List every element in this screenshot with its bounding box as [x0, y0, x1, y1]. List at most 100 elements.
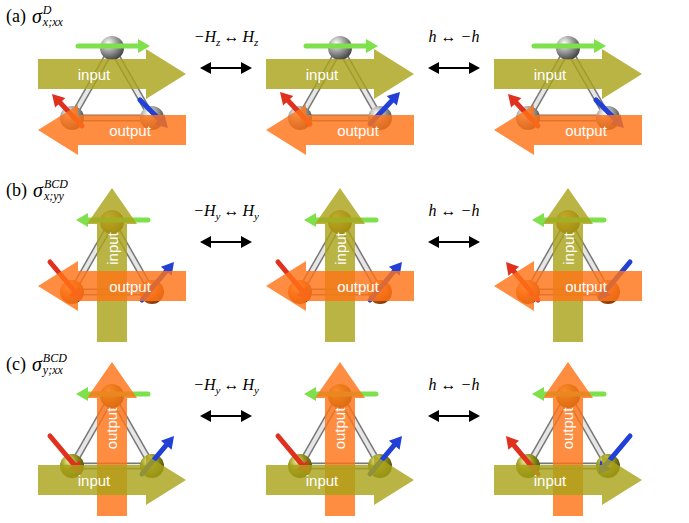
signal-arrow: input: [38, 49, 186, 99]
swap-symbol: ↔: [223, 28, 239, 46]
superscript: D: [43, 4, 63, 16]
arrow-body: [266, 105, 414, 155]
transform-arrow-head: [200, 236, 211, 248]
subscript: y;xx: [43, 364, 67, 376]
signal-arrow: output: [494, 105, 642, 155]
arrow-shape: [38, 455, 186, 505]
panel-letter: (c): [6, 354, 26, 375]
arrow-body: [543, 188, 593, 342]
subscript: z: [216, 36, 220, 48]
panel-title: (b) σBCDx;yy: [6, 178, 68, 202]
spin-arrow-head: [161, 436, 174, 450]
subscript: y: [216, 210, 221, 222]
field-reversal-label: −Hz↔Hz: [194, 28, 258, 46]
index-stack: Dx;xx: [43, 4, 63, 28]
spin-arrow-shaft: [278, 436, 302, 465]
transform-arrow: [208, 241, 244, 243]
arrow-body: [315, 188, 365, 342]
transform-arrow: [208, 415, 244, 417]
conductivity-symbol: σ: [32, 5, 42, 28]
field-symbol: −H: [194, 28, 216, 46]
field-symbol: −H: [193, 376, 215, 394]
field-symbol: H: [242, 202, 254, 220]
panel-letter: (b): [6, 180, 27, 201]
arrow-shape: [494, 455, 642, 505]
arrow-body: [38, 455, 186, 505]
panel-letter: (a): [6, 6, 26, 27]
conductivity-symbol: σ: [33, 179, 43, 202]
arrow-label: input: [561, 232, 576, 265]
transform-arrow-head: [469, 236, 480, 248]
subscript: x;yy: [44, 190, 68, 202]
panel-title: (a) σDx;xx: [6, 4, 63, 28]
field-reversal-label: −Hy↔Hy: [193, 202, 259, 220]
conductivity-symbol: σ: [32, 353, 42, 376]
transform-arrow: [436, 415, 472, 417]
arrow-label: output: [565, 123, 607, 138]
subscript: y: [254, 384, 259, 396]
signal-arrow: output: [38, 261, 186, 311]
arrow-shape: [38, 49, 186, 99]
arrow-shape: [87, 188, 137, 342]
arrow-label: input: [105, 232, 120, 265]
signal-arrow: input: [266, 455, 414, 505]
arrow-label: input: [333, 232, 348, 265]
arrow-body: [494, 105, 642, 155]
arrow-label: input: [78, 473, 111, 488]
arrow-shape: [315, 188, 365, 342]
spin-arrow-head: [506, 436, 519, 450]
swap-symbol: ↔: [223, 376, 239, 394]
field-swap-text: h ↔ −h: [429, 202, 480, 220]
transform-arrow-head: [241, 410, 252, 422]
arrow-label: output: [109, 279, 151, 294]
transform-arrow: [436, 241, 472, 243]
arrow-shape: [494, 49, 642, 99]
index-stack: BCDy;xx: [43, 352, 67, 376]
transform-arrow: [208, 67, 244, 69]
field-symbol: H: [242, 28, 254, 46]
spin-arrow-head: [389, 436, 402, 450]
spin-arrow-head: [387, 92, 400, 106]
field-reversal-label: h ↔ −h: [429, 376, 480, 394]
arrow-label: output: [109, 123, 151, 138]
signal-arrow: input: [87, 188, 137, 342]
arrow-body: [38, 49, 186, 99]
transform-arrow-head: [428, 410, 439, 422]
transform-arrow-head: [200, 62, 211, 74]
subscript: x;xx: [43, 16, 63, 28]
signal-arrow: output: [38, 105, 186, 155]
transform-arrow-head: [428, 236, 439, 248]
signal-arrow: input: [266, 49, 414, 99]
arrow-label: input: [306, 67, 339, 82]
arrow-label: output: [565, 279, 607, 294]
signal-arrow: output: [494, 261, 642, 311]
field-swap-text: h ↔ −h: [429, 28, 480, 46]
arrow-body: [38, 105, 186, 155]
spin-arrow-head: [304, 387, 316, 401]
index-stack: BCDx;yy: [44, 178, 68, 202]
field-symbol: −H: [193, 202, 215, 220]
spin-arrow-head: [76, 213, 88, 227]
arrow-body: [494, 455, 642, 505]
transform-arrow: [436, 67, 472, 69]
arrow-body: [87, 188, 137, 342]
swap-symbol: ↔: [223, 202, 239, 220]
arrow-label: output: [337, 123, 379, 138]
spin-arrow-shaft: [306, 44, 366, 49]
arrow-label: output: [337, 279, 379, 294]
arrow-body: [266, 261, 414, 311]
spin-arrow-head: [532, 387, 544, 401]
signal-arrow: input: [494, 49, 642, 99]
spin-arrow-head: [304, 213, 316, 227]
spin-arrow-head: [280, 92, 293, 106]
arrow-label: input: [78, 67, 111, 82]
spin-arrow-shaft: [78, 44, 138, 49]
superscript: BCD: [43, 352, 67, 364]
field-reversal-label: h ↔ −h: [429, 28, 480, 46]
spin-arrow-head: [508, 94, 521, 108]
transform-arrow-head: [469, 410, 480, 422]
arrow-label: output: [561, 407, 576, 449]
field-swap-text: h ↔ −h: [429, 376, 480, 394]
transform-arrow-head: [241, 236, 252, 248]
